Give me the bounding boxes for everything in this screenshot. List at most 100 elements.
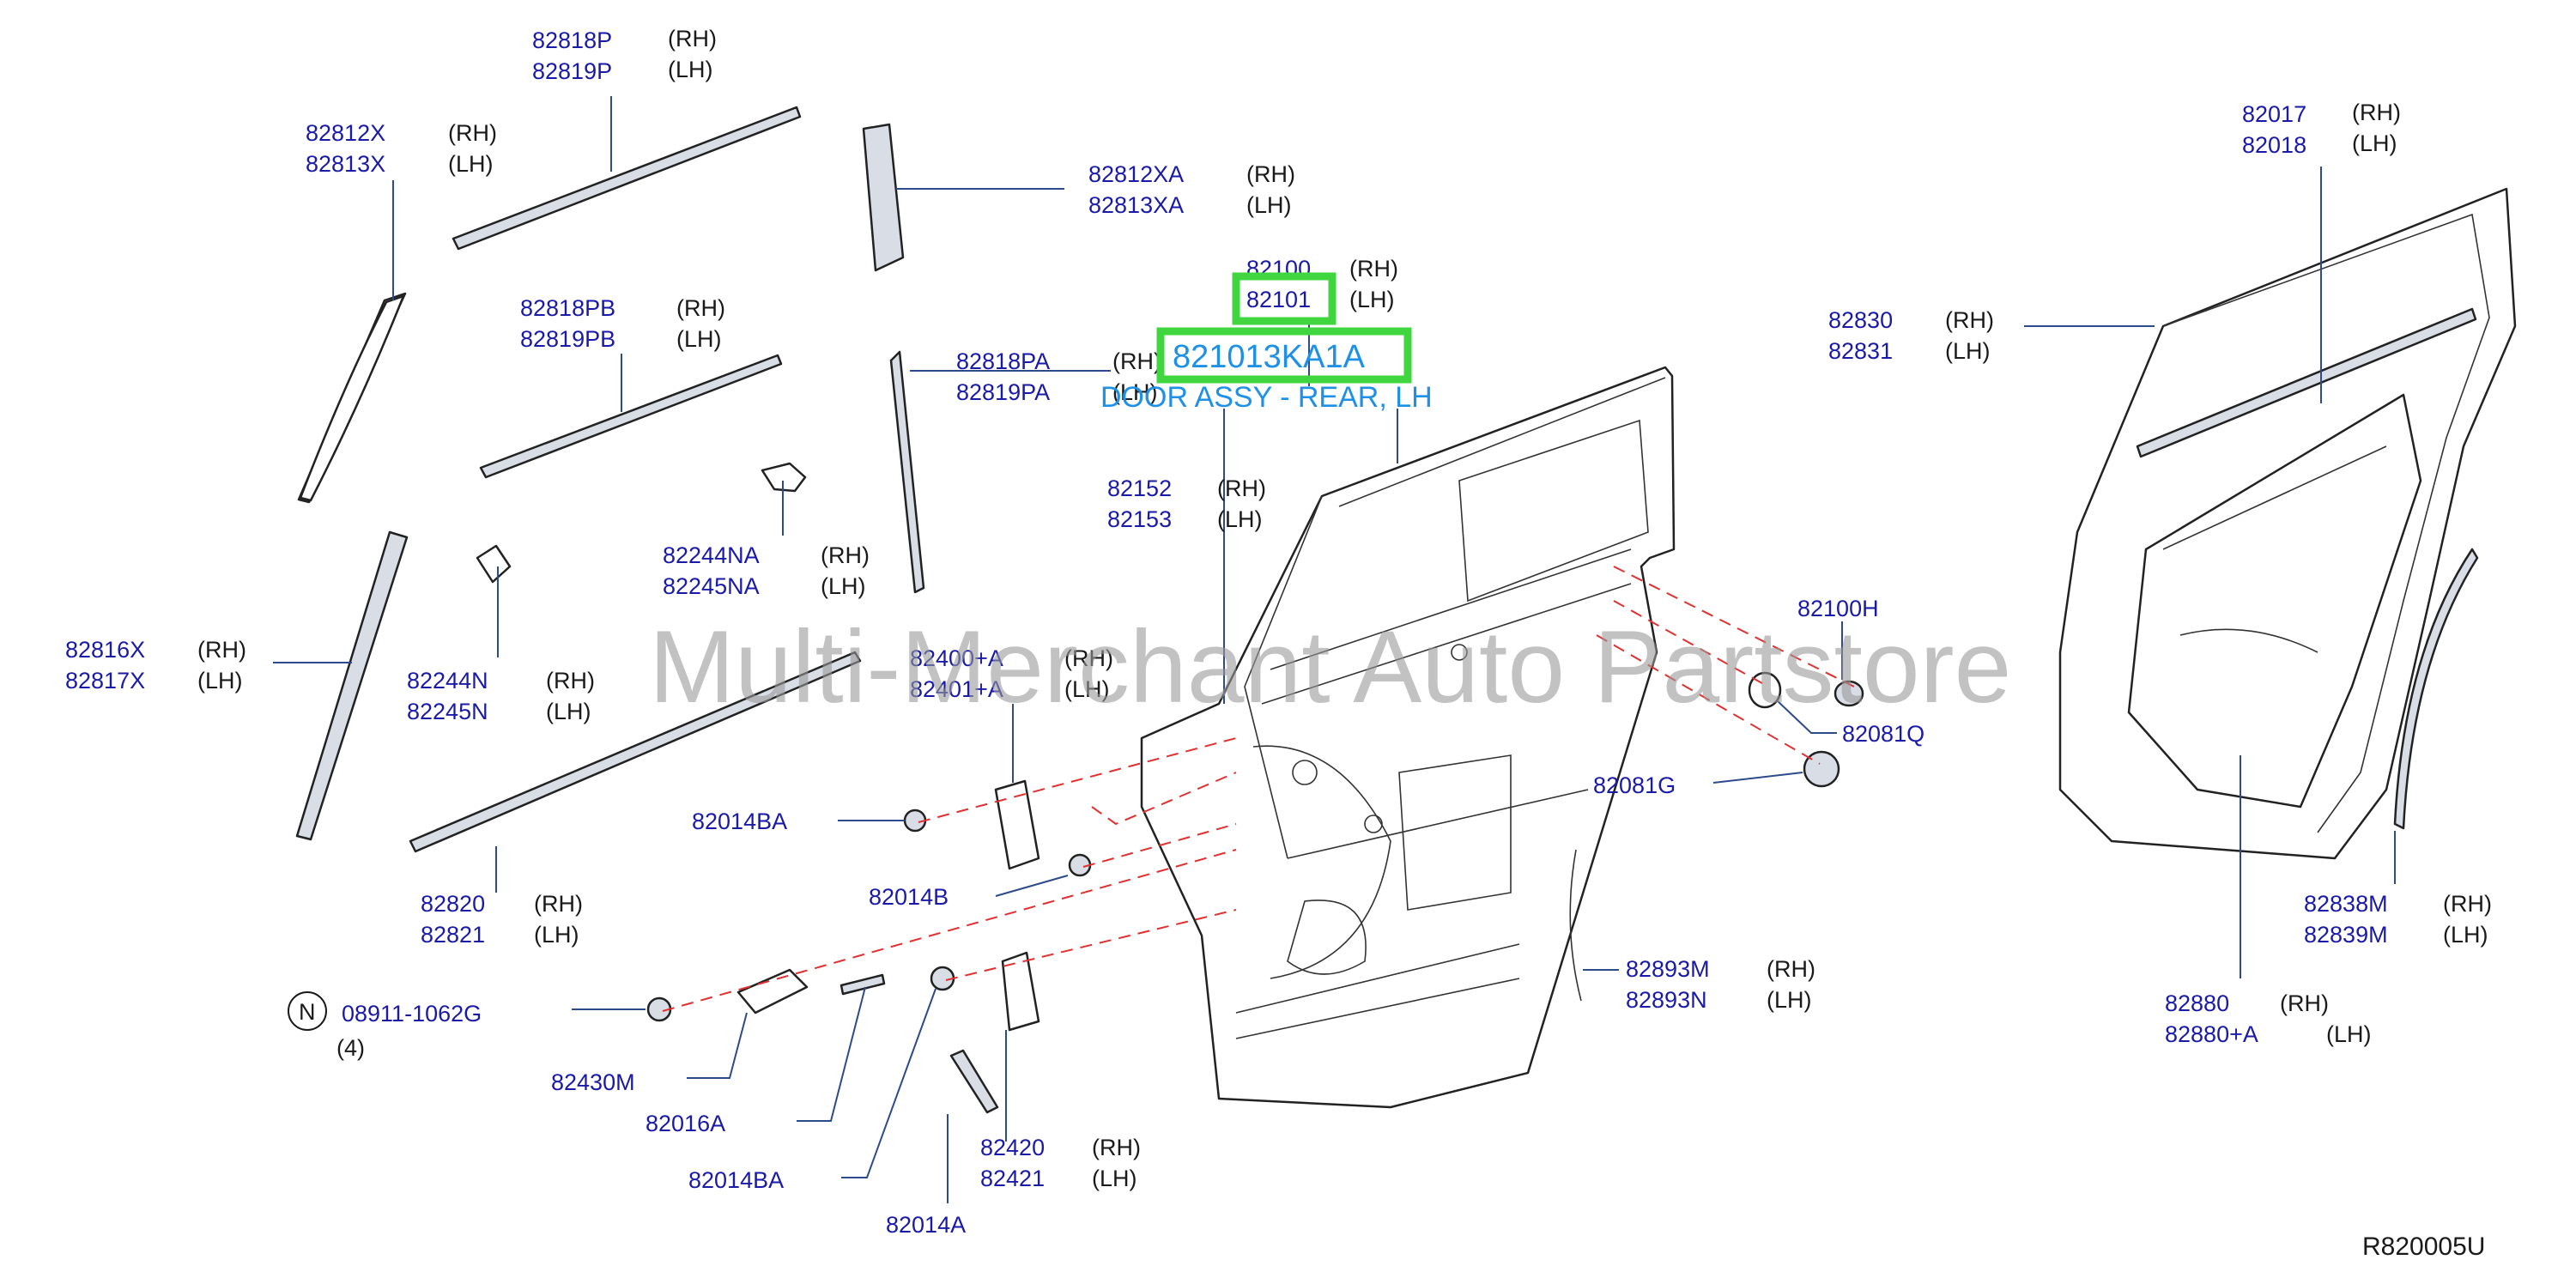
- part-82838M-strip[interactable]: [2393, 548, 2479, 830]
- label-rh: (RH): [2352, 100, 2401, 125]
- label-82430M[interactable]: 82430M: [551, 1069, 635, 1095]
- label-82880[interactable]: 82880: [2165, 990, 2229, 1016]
- label-lh: (LH): [676, 326, 722, 352]
- label-82830[interactable]: 82830: [1828, 307, 1893, 333]
- part-82812XA-cover[interactable]: [862, 123, 905, 272]
- label-82244N[interactable]: 82244N: [407, 668, 488, 694]
- label-82831[interactable]: 82831: [1828, 338, 1893, 364]
- label-lh: (LH): [668, 57, 713, 82]
- label-08911-1062G[interactable]: 08911-1062G: [342, 1001, 482, 1027]
- label-lh: (LH): [1767, 987, 1812, 1013]
- part-82244N-clip[interactable]: [476, 544, 512, 584]
- part-82017-sash-frame[interactable]: [2162, 213, 2490, 833]
- label-82100H[interactable]: 82100H: [1797, 596, 1879, 621]
- dashed-guides: [662, 566, 1855, 1012]
- label-82400A[interactable]: 82400+A: [910, 645, 1003, 671]
- label-82245N[interactable]: 82245N: [407, 699, 488, 724]
- label-82819PA[interactable]: 82819PA: [956, 379, 1050, 405]
- label-rh: (RH): [534, 891, 583, 917]
- label-82839M[interactable]: 82839M: [2304, 922, 2388, 948]
- label-82014BA-upper[interactable]: 82014BA: [692, 809, 787, 834]
- part-82430M-hinge[interactable]: [736, 968, 809, 1015]
- label-rh: (RH): [821, 542, 870, 568]
- label-rh: (RH): [197, 637, 246, 663]
- part-82820-moulding[interactable]: [409, 651, 862, 853]
- label-qty-4: (4): [336, 1035, 365, 1061]
- highlight-box-part-number: [1156, 327, 1412, 384]
- part-labels: 82818P (RH) 82819P (LH) 82812X (RH) 8281…: [65, 26, 2492, 1238]
- label-82838M[interactable]: 82838M: [2304, 891, 2388, 917]
- part-82014A-bolt[interactable]: [949, 1049, 999, 1114]
- label-rh: (RH): [2443, 891, 2492, 917]
- label-82014B[interactable]: 82014B: [869, 884, 949, 910]
- part-82812X-sash-face[interactable]: [299, 294, 405, 502]
- label-rh: (RH): [668, 26, 717, 51]
- label-82880A[interactable]: 82880+A: [2165, 1021, 2258, 1047]
- part-82893M-strip[interactable]: [1569, 849, 1582, 1002]
- label-82816X[interactable]: 82816X: [65, 637, 145, 663]
- label-82813X[interactable]: 82813X: [306, 151, 385, 177]
- part-82816X-strip[interactable]: [295, 530, 409, 841]
- label-82819PB[interactable]: 82819PB: [520, 326, 615, 352]
- label-82812XA[interactable]: 82812XA: [1088, 161, 1184, 187]
- label-82245NA[interactable]: 82245NA: [663, 573, 760, 599]
- part-82400A-hinge[interactable]: [994, 779, 1040, 870]
- label-82420[interactable]: 82420: [980, 1135, 1045, 1160]
- label-82818P[interactable]: 82818P: [532, 27, 612, 53]
- label-82817X[interactable]: 82817X: [65, 668, 145, 694]
- label-rh: (RH): [2280, 990, 2329, 1016]
- label-lh: (LH): [197, 668, 243, 694]
- label-rh: (RH): [1217, 475, 1266, 501]
- label-82018[interactable]: 82018: [2242, 132, 2306, 158]
- label-82101[interactable]: 82101: [1246, 287, 1311, 312]
- label-82818PA[interactable]: 82818PA: [956, 348, 1050, 374]
- label-lh: (LH): [2352, 130, 2397, 156]
- label-82081Q[interactable]: 82081Q: [1842, 721, 1924, 747]
- highlight-group: 821013KA1A DOOR ASSY - REAR, LH: [1100, 272, 1433, 414]
- label-lh: (LH): [821, 573, 866, 599]
- part-821013KA1A-door-assy[interactable]: [1140, 366, 1676, 1109]
- label-82017[interactable]: 82017: [2242, 101, 2306, 127]
- label-82893N[interactable]: 82893N: [1626, 987, 1707, 1013]
- label-82812X[interactable]: 82812X: [306, 120, 385, 146]
- label-82244NA[interactable]: 82244NA: [663, 542, 760, 568]
- diagram-ref: R820005U: [2362, 1233, 2485, 1261]
- label-82401A[interactable]: 82401+A: [910, 676, 1003, 702]
- label-lh: (LH): [2443, 922, 2488, 948]
- label-82813XA[interactable]: 82813XA: [1088, 192, 1184, 218]
- label-82893M[interactable]: 82893M: [1626, 956, 1710, 982]
- n-symbol-circle: [288, 991, 327, 1031]
- label-rh: (RH): [1349, 256, 1398, 282]
- label-82819P[interactable]: 82819P: [532, 58, 612, 84]
- leader-lines: [273, 96, 2396, 1203]
- label-lh: (LH): [1217, 506, 1263, 532]
- label-82153[interactable]: 82153: [1107, 506, 1172, 532]
- label-82081G[interactable]: 82081G: [1593, 772, 1676, 798]
- label-rh: (RH): [1064, 645, 1113, 671]
- part-82420-hinge[interactable]: [1001, 951, 1040, 1032]
- label-rh: (RH): [1246, 161, 1295, 187]
- part-82100H-plug[interactable]: [1834, 680, 1864, 707]
- part-82818PB-moulding[interactable]: [479, 354, 783, 479]
- label-82821[interactable]: 82821: [421, 922, 485, 948]
- label-lh: (LH): [448, 151, 494, 177]
- label-82016A[interactable]: 82016A: [646, 1111, 725, 1136]
- label-82820[interactable]: 82820: [421, 891, 485, 917]
- part-82017-channel[interactable]: [2136, 307, 2477, 458]
- part-82016A-bolt[interactable]: [839, 973, 886, 996]
- label-rh: (RH): [546, 668, 595, 694]
- part-82818P-moulding[interactable]: [452, 106, 802, 251]
- label-82152[interactable]: 82152: [1107, 475, 1172, 501]
- label-lh: (LH): [1064, 676, 1110, 702]
- part-82880-door-trim[interactable]: [2127, 393, 2422, 809]
- label-lh: (LH): [1349, 287, 1395, 312]
- highlight-part-number[interactable]: 821013KA1A: [1173, 339, 1366, 375]
- part-82818PA-strip[interactable]: [889, 350, 925, 594]
- label-82421[interactable]: 82421: [980, 1166, 1045, 1191]
- label-82818PB[interactable]: 82818PB: [520, 295, 615, 321]
- part-82081G-plug[interactable]: [1803, 750, 1840, 788]
- part-82081Q-plug[interactable]: [1748, 671, 1782, 709]
- label-82014A[interactable]: 82014A: [886, 1212, 966, 1238]
- part-82244NA-clip[interactable]: [761, 462, 807, 493]
- label-82014BA-lower[interactable]: 82014BA: [688, 1167, 784, 1193]
